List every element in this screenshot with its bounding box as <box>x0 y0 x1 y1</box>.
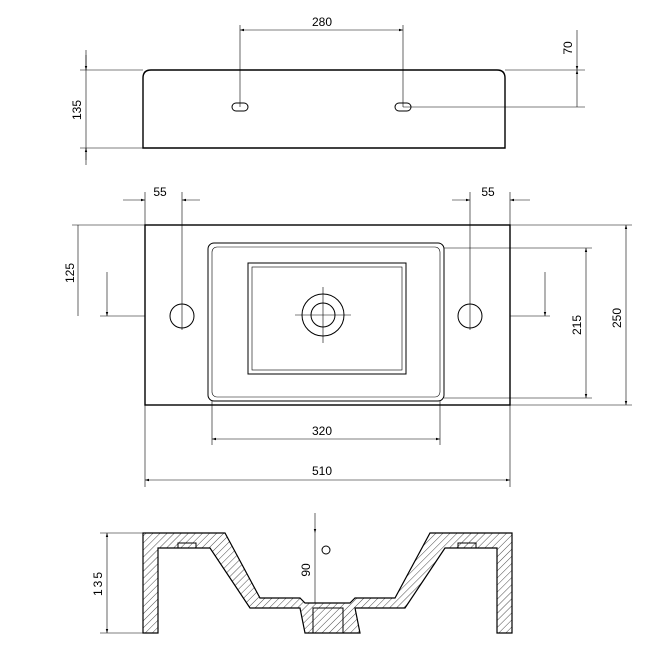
section-view: 135 90 <box>91 513 513 634</box>
dim-70: 70 <box>561 41 575 55</box>
dim-280: 280 <box>312 15 332 29</box>
dim-135-section: 135 <box>91 570 105 596</box>
dim-510: 510 <box>312 464 332 478</box>
dim-125: 125 <box>63 263 77 283</box>
dim-320: 320 <box>312 424 332 438</box>
dim-55-right: 55 <box>481 185 495 199</box>
plan-view: 55 55 125 215 250 320 510 <box>63 185 632 487</box>
dim-90: 90 <box>299 563 313 577</box>
dim-55-left: 55 <box>153 185 167 199</box>
front-view: 280 70 135 <box>70 15 585 165</box>
dim-215: 215 <box>570 315 584 335</box>
dim-250: 250 <box>610 308 624 328</box>
dim-135-front: 135 <box>70 100 84 120</box>
